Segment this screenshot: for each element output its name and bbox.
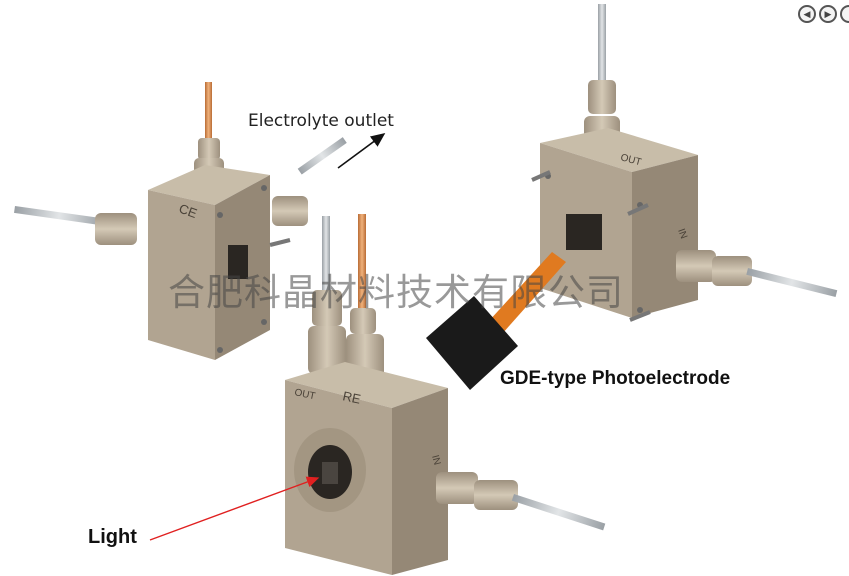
front-out-label: OUT [293, 387, 316, 402]
ce-copper-tube [205, 82, 212, 144]
gde-photoelectrode [426, 252, 566, 390]
front-copper-tube [358, 214, 366, 314]
slide-navigation: ◀ ▶ [798, 5, 849, 23]
front-side-tube [511, 494, 606, 531]
electrode-plate [426, 296, 518, 390]
right-top-fitting-upper [588, 80, 616, 114]
front-gray-tube [322, 216, 330, 296]
right-out-label: OUT [619, 152, 642, 168]
ce-block-label: CE [177, 201, 199, 221]
light-arrow [149, 476, 320, 541]
ce-bolt [217, 212, 223, 218]
ce-right-fitting [272, 196, 308, 226]
front-block: OUT RE IN [285, 214, 606, 575]
front-block-side [392, 388, 448, 575]
front-in-label: IN [429, 454, 442, 467]
front-block-top [285, 362, 448, 408]
ce-window [228, 245, 248, 279]
ce-bolt [217, 347, 223, 353]
right-bolt [637, 307, 643, 313]
ce-block-front [148, 190, 215, 360]
right-side-fitting [676, 250, 716, 282]
right-side-tube [746, 268, 838, 298]
front-side-fitting [436, 472, 478, 504]
electrolyte-outlet-arrow [337, 133, 386, 169]
electrolyte-outlet-label: Electrolyte outlet [248, 111, 394, 131]
front-right-fitting-upper [350, 308, 376, 334]
front-left-fitting-lower [308, 326, 346, 374]
more-button-icon[interactable] [840, 5, 849, 23]
ce-bolt [261, 319, 267, 325]
electrode-strip [488, 252, 566, 334]
front-window-slot [322, 462, 338, 484]
ce-bolt [261, 185, 267, 191]
right-window [566, 214, 602, 250]
right-in-label: IN [675, 227, 689, 240]
ce-top-fitting-upper [198, 138, 220, 160]
light-label: Light [88, 526, 137, 548]
ce-block-top [148, 165, 270, 205]
next-arrow-icon[interactable]: ▶ [819, 5, 837, 23]
prev-arrow-icon[interactable]: ◀ [798, 5, 816, 23]
photoelectrode-block: OUT IN [531, 4, 838, 322]
right-side-fitting-outer [712, 256, 752, 286]
counter-electrode-block: CE [14, 82, 347, 360]
front-left-fitting-upper [312, 290, 342, 326]
ce-outlet-tube [297, 137, 347, 175]
company-watermark: 合肥科晶材料技术有限公司 [168, 271, 624, 314]
ce-inlet-tube [14, 206, 105, 226]
ce-left-fitting [95, 213, 137, 245]
front-side-fitting-outer [474, 480, 518, 510]
gde-photoelectrode-label: GDE-type Photoelectrode [500, 368, 731, 389]
front-re-label: RE [341, 388, 362, 406]
right-block-top [540, 128, 698, 172]
right-top-tube [598, 4, 606, 86]
